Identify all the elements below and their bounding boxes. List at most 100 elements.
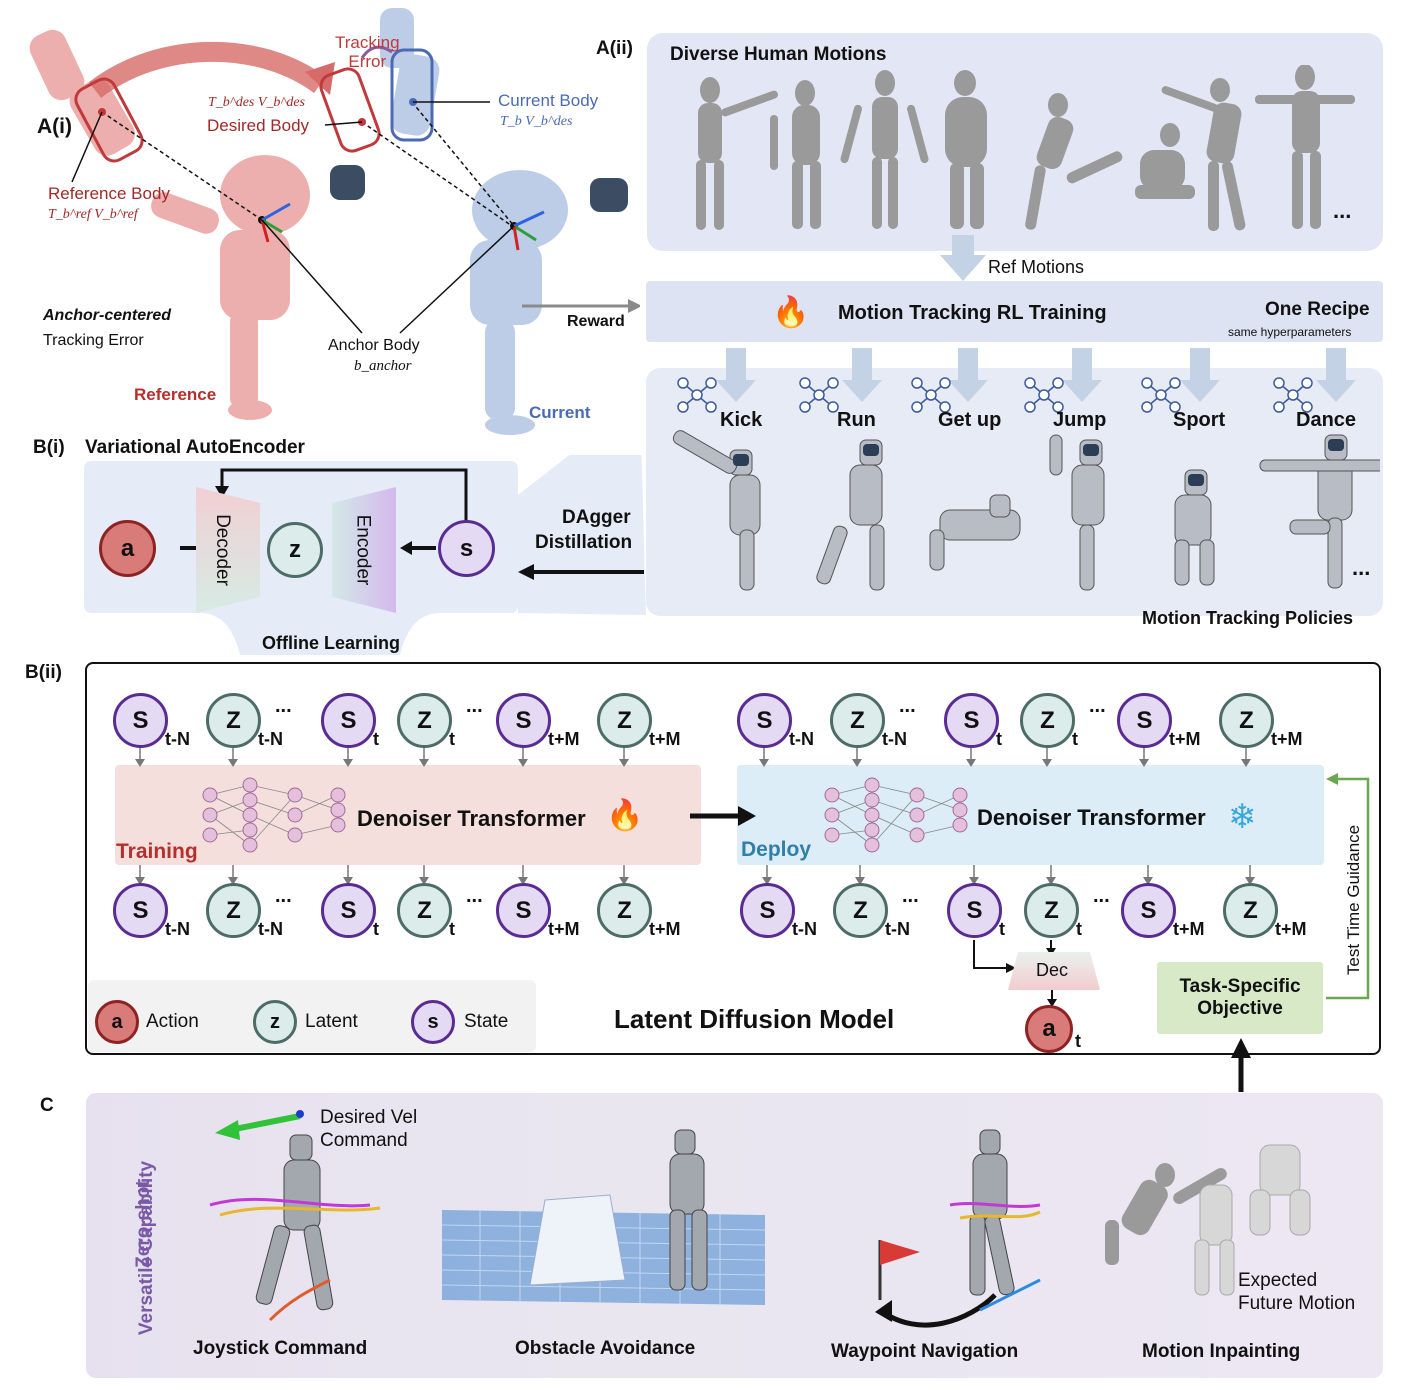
deploy-top-ellipsis-1: ... — [1089, 695, 1106, 717]
legend-state-label: State — [464, 1011, 509, 1032]
vae-latent-node: z — [267, 522, 323, 578]
dec-label: Dec — [1036, 960, 1069, 980]
deploy-bottom-ellipsis-1: ... — [1093, 885, 1110, 907]
deploy-bottom-subscript-1: t-N — [885, 919, 910, 939]
training-bottom-subscript-5: t+M — [649, 919, 681, 939]
skill-run: Run — [837, 409, 876, 431]
current-body-label: Current Body — [498, 91, 599, 110]
deploy-top-subscript-2: t — [996, 729, 1002, 749]
deploy-top-node-5: Z — [1219, 693, 1274, 748]
distillation-label: Distillation — [535, 532, 633, 553]
training-top-node-1: Z — [206, 693, 261, 748]
training-bottom-node-2: S — [321, 883, 376, 938]
reference-body-label: Reference Body — [48, 184, 170, 203]
dagger-arrow — [518, 564, 644, 580]
section-label-bii: B(ii) — [25, 662, 62, 683]
deploy-bottom-subscript-2: t — [999, 919, 1005, 939]
encoder-block — [332, 487, 396, 613]
training-top-node-0: S — [113, 693, 168, 748]
reward-label: Reward — [567, 313, 625, 330]
one-recipe-label: One Recipe — [1265, 299, 1370, 320]
desired-vel-label: Desired Vel — [320, 1107, 418, 1128]
training-bottom-subscript-4: t+M — [548, 919, 580, 939]
ldm-title: Latent Diffusion Model — [614, 1004, 895, 1034]
section-label-aii: A(ii) — [596, 38, 633, 59]
section-label-c: C — [40, 1095, 54, 1116]
desired-body-label: Desired Body — [207, 116, 310, 135]
training-top-ellipsis-1: ... — [466, 695, 483, 717]
training-bottom-node-3: Z — [397, 883, 452, 938]
vae-action-node: a — [99, 520, 156, 577]
training-top-ellipsis-0: ... — [275, 695, 292, 717]
training-top-node-3: Z — [397, 693, 452, 748]
deploy-bottom-subscript-3: t — [1076, 919, 1082, 939]
vae-connections — [180, 468, 468, 555]
training-bottom-node-5: Z — [597, 883, 652, 938]
deploy-bottom-subscript-5: t+M — [1275, 919, 1307, 939]
anchor-tracking-illustration — [29, 8, 640, 435]
anchor-body-label: Anchor Body — [328, 337, 420, 354]
training-bottom-subscript-1: t-N — [258, 919, 283, 939]
training-flame-icon: 🔥 — [606, 799, 644, 832]
snowflake-icon: ❄ — [1228, 798, 1257, 836]
ref-motions-label: Ref Motions — [988, 257, 1085, 277]
decoder-block — [196, 487, 260, 613]
training-denoiser-label: Denoiser Transformer — [357, 806, 586, 831]
deploy-action-node: a — [1025, 1005, 1073, 1053]
deploy-bottom-node-0: S — [740, 883, 795, 938]
desired-symbol: T_b^des V_b^des — [208, 95, 305, 110]
ldm-arrows — [135, 747, 1370, 1092]
training-bottom-subscript-0: t-N — [165, 919, 190, 939]
same-hyperparameters-label: same hyperparameters — [1228, 325, 1352, 339]
deploy-top-subscript-4: t+M — [1169, 729, 1201, 749]
training-bottom-node-0: S — [113, 883, 168, 938]
anchor-symbol: b_anchor — [354, 358, 412, 374]
task-obstacle-avoidance: Obstacle Avoidance — [515, 1338, 696, 1359]
motion-tracking-policies-label: Motion Tracking Policies — [1142, 608, 1354, 628]
dagger-label: DAgger — [562, 507, 631, 528]
training-top-subscript-0: t-N — [165, 729, 190, 749]
training-label: Training — [116, 840, 198, 863]
diverse-motions-panel — [647, 33, 1383, 251]
training-bottom-ellipsis-1: ... — [466, 885, 483, 907]
deploy-top-subscript-5: t+M — [1271, 729, 1303, 749]
ldm-frame — [85, 662, 1381, 1055]
deploy-top-node-0: S — [737, 693, 792, 748]
deploy-bottom-node-3: Z — [1024, 883, 1079, 938]
flame-icon: 🔥 — [772, 296, 810, 329]
deploy-top-ellipsis-0: ... — [899, 695, 916, 717]
deploy-bottom-ellipsis-0: ... — [902, 885, 919, 907]
training-bottom-subscript-2: t — [373, 919, 379, 939]
deploy-top-subscript-1: t-N — [882, 729, 907, 749]
training-top-node-5: Z — [597, 693, 652, 748]
capability-scenes — [209, 1110, 1311, 1328]
deploy-top-subscript-0: t-N — [789, 729, 814, 749]
training-top-subscript-5: t+M — [649, 729, 681, 749]
training-bottom-ellipsis-0: ... — [275, 885, 292, 907]
desired-vel-command-label: Command — [320, 1130, 408, 1151]
tracking-error-label: Tracking Error — [335, 33, 400, 71]
current-symbol: T_b V_b^des — [500, 114, 573, 129]
section-label-bi: B(i) — [33, 437, 65, 458]
versatile-capability-label: Versatile Capability — [136, 1160, 157, 1336]
task-waypoint-navigation: Waypoint Navigation — [831, 1341, 1019, 1362]
skill-kick: Kick — [720, 409, 763, 431]
rl-training-bar — [646, 281, 1383, 342]
future-motion-label: Future Motion — [1238, 1293, 1356, 1314]
robot-policy-figures — [672, 430, 1380, 591]
policies-ellipsis: ... — [1352, 555, 1371, 580]
offline-learning-label: Offline Learning — [262, 633, 401, 653]
deploy-bottom-node-4: S — [1121, 883, 1176, 938]
motions-ellipsis: ... — [1333, 198, 1352, 223]
deploy-top-node-1: Z — [830, 693, 885, 748]
task-joystick-command: Joystick Command — [193, 1338, 368, 1359]
neural-network-icons — [677, 377, 1313, 413]
legend-action-node: a — [95, 1000, 139, 1044]
skill-get-up: Get up — [938, 409, 1002, 431]
task-motion-inpainting: Motion Inpainting — [1142, 1341, 1301, 1362]
training-top-subscript-4: t+M — [548, 729, 580, 749]
deploy-bottom-subscript-4: t+M — [1173, 919, 1205, 939]
skill-sport: Sport — [1173, 409, 1226, 431]
training-bottom-node-4: S — [496, 883, 551, 938]
vae-state-node: s — [438, 520, 495, 577]
